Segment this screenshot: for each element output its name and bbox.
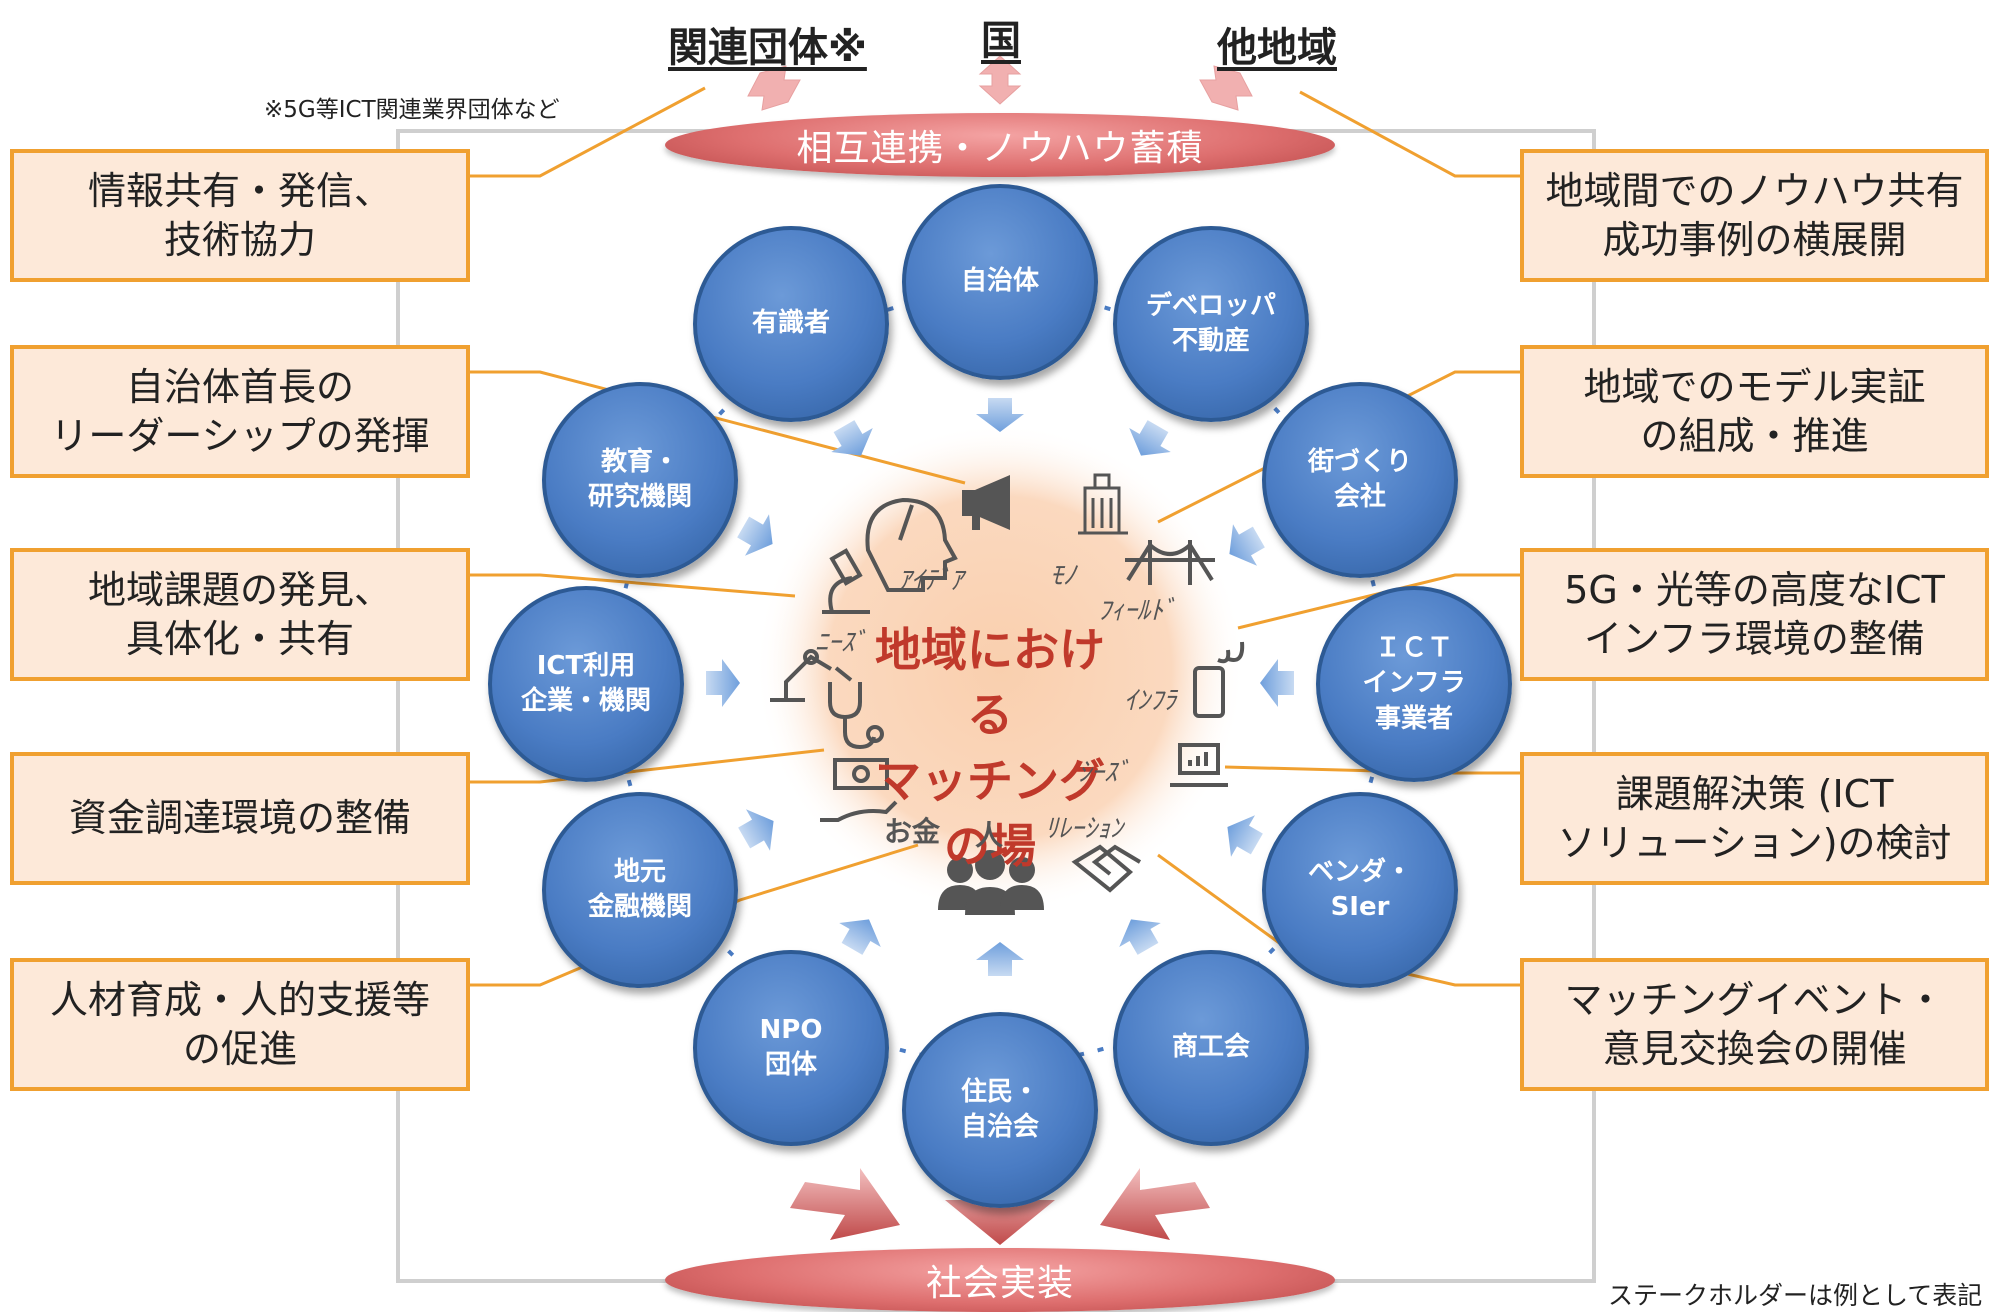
- node-residents: 住民・ 自治会: [902, 1012, 1098, 1208]
- icon-label-idea: ｱｲﾃﾞｱ: [898, 566, 964, 596]
- connector-left-3: [470, 573, 796, 598]
- arrow-in-nnw: [831, 420, 873, 456]
- arrow-in-see: [1227, 815, 1263, 857]
- handshake-icon: [1071, 844, 1142, 893]
- smartphone-icon: [1193, 641, 1245, 718]
- arrow-out-left: [790, 1168, 900, 1240]
- node-ict-user: ICT利用 企業・機関: [488, 586, 684, 782]
- microscope-icon: [822, 548, 870, 614]
- people-icon: [938, 850, 1044, 915]
- arrow-in-n: [976, 398, 1024, 432]
- laptop-icon: [1170, 743, 1228, 787]
- label-related-groups: 関連団体※: [668, 25, 867, 71]
- connector-lines: [470, 86, 1520, 987]
- node-vendor: ベンダ・ SIer: [1262, 792, 1458, 988]
- connector-left-2: [470, 370, 966, 485]
- arrow-in-nee: [1229, 524, 1265, 566]
- node-developer: デベロッパ 不動産: [1113, 226, 1309, 422]
- icon-label-mono: ﾓﾉ: [1050, 561, 1077, 591]
- label-country: 国: [981, 18, 1021, 64]
- node-municipality: 自治体: [902, 184, 1098, 380]
- arrow-in-w: [706, 659, 740, 707]
- arrow-country: [978, 55, 1022, 105]
- left-box-4: 資金調達環境の整備: [10, 752, 470, 885]
- arrow-in-ssw: [839, 919, 881, 955]
- node-ict-infra: ＩＣＴ インフラ 事業者: [1316, 586, 1512, 782]
- bridge-icon: [1125, 540, 1215, 585]
- connector-right-2: [1157, 370, 1520, 524]
- right-box-2: 地域でのモデル実証 の組成・推進: [1520, 345, 1989, 478]
- footer-note: ステークホルダーは例として表記: [1608, 1281, 1983, 1310]
- arrow-out-right: [1100, 1168, 1210, 1240]
- right-box-5: マッチングイベント・ 意見交換会の開催: [1520, 958, 1989, 1091]
- icon-label-needs: ﾆｰｽﾞ: [815, 628, 868, 658]
- robot-arm-icon: [770, 649, 853, 702]
- arrow-in-nne: [1129, 420, 1171, 456]
- node-local-finance: 地元 金融機関: [542, 792, 738, 988]
- banner-social-implementation: 社会実装: [665, 1248, 1335, 1312]
- icon-label-money: お金: [884, 815, 941, 848]
- connector-right-3: [1237, 573, 1520, 630]
- left-box-5: 人材育成・人的支援等 の促進: [10, 958, 470, 1091]
- icon-label-seeds: ｼｰｽﾞ: [1078, 758, 1131, 788]
- arrow-in-s: [976, 942, 1024, 976]
- icon-label-field: ﾌｨｰﾙﾄﾞ: [1098, 596, 1177, 626]
- arrow-in-e: [1260, 659, 1294, 707]
- connector-right-1: [1299, 90, 1520, 178]
- top-arrows: [747, 55, 1253, 111]
- icon-label-people: 人: [975, 819, 1004, 852]
- stethoscope-icon: [828, 682, 884, 750]
- right-box-3: 5G・光等の高度なICT インフラ環境の整備: [1520, 548, 1989, 681]
- footnote-related-groups: ※5G等ICT関連業界団体など: [264, 97, 560, 123]
- right-box-4: 課題解決策 (ICT ソリューション)の検討: [1520, 752, 1989, 885]
- node-experts: 有識者: [693, 226, 889, 422]
- node-chamber-commerce: 商工会: [1113, 950, 1309, 1146]
- node-npo: NPO 団体: [693, 950, 889, 1146]
- label-other-regions: 他地域: [1217, 25, 1337, 71]
- connector-left-1: [470, 86, 706, 178]
- node-education-research: 教育・ 研究機関: [542, 382, 738, 578]
- building-icon: [1078, 473, 1128, 535]
- connector-left-4: [470, 748, 825, 784]
- arrow-in-sww: [738, 809, 774, 851]
- icon-label-infra: ｲﾝﾌﾗ: [1124, 686, 1177, 716]
- arrow-related-groups: [747, 65, 801, 111]
- center-glow: [755, 423, 1245, 913]
- arrow-in-nww: [737, 514, 773, 556]
- megaphone-icon: [962, 475, 1010, 530]
- left-box-3: 地域課題の発見、 具体化・共有: [10, 548, 470, 681]
- inward-arrows: [706, 398, 1294, 976]
- arrow-other-regions: [1199, 65, 1253, 111]
- icon-label-relation: ﾘﾚｰｼｮﾝ: [1045, 814, 1124, 844]
- right-box-1: 地域間でのノウハウ共有 成功事例の横展開: [1520, 149, 1989, 282]
- node-town-planning: 街づくり 会社: [1262, 382, 1458, 578]
- arrow-in-sse: [1119, 919, 1161, 955]
- money-hand-icon: [820, 758, 898, 822]
- center-title: 地域における マッチング の場: [875, 623, 1105, 873]
- left-box-1: 情報共有・発信、 技術協力: [10, 149, 470, 282]
- center-icons: [770, 473, 1245, 915]
- banner-mutual-cooperation: 相互連携・ノウハウ蓄積: [665, 113, 1335, 177]
- idea-head-icon: [865, 497, 958, 592]
- left-box-2: 自治体首長の リーダーシップの発揮: [10, 345, 470, 478]
